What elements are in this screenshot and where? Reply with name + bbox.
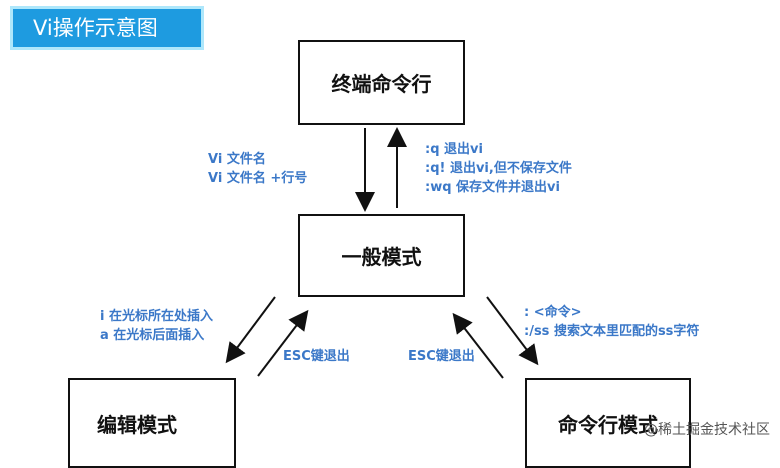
note-line: a 在光标后面插入 bbox=[100, 328, 205, 343]
note-insert-commands: i 在光标所在处插入 a 在光标后面插入 bbox=[100, 307, 213, 345]
note-line: Vi 文件名 bbox=[208, 152, 266, 167]
note-enter-vi: Vi 文件名 Vi 文件名 +行号 bbox=[208, 150, 307, 188]
node-normal-mode: 一般模式 bbox=[298, 214, 465, 297]
arrow-normal-to-cmdline bbox=[486, 296, 539, 366]
note-line: :wq 保存文件并退出vi bbox=[425, 180, 560, 195]
note-command-examples: : <命令> :/ss 搜索文本里匹配的ss字符 bbox=[524, 303, 699, 341]
transition-arrows bbox=[225, 127, 539, 379]
arrow-edit-to-normal bbox=[257, 309, 309, 377]
note-line: : <命令> bbox=[524, 305, 582, 320]
note-line: :/ss 搜索文本里匹配的ss字符 bbox=[524, 324, 700, 339]
note-line: :q 退出vi bbox=[425, 142, 483, 157]
node-terminal: 终端命令行 bbox=[298, 40, 465, 125]
arrow-cmdline-to-normal bbox=[452, 312, 504, 379]
note-line: i 在光标所在处插入 bbox=[100, 309, 213, 324]
note-line: Vi 文件名 +行号 bbox=[208, 171, 308, 186]
node-edit-mode: 编辑模式 bbox=[68, 378, 236, 468]
watermark: @稀土掘金技术社区 bbox=[644, 422, 770, 438]
diagram-title: Vi操作示意图 bbox=[10, 6, 204, 50]
note-line: :q! 退出vi,但不保存文件 bbox=[425, 161, 572, 176]
note-exit-vi: :q 退出vi :q! 退出vi,但不保存文件 :wq 保存文件并退出vi bbox=[425, 140, 572, 197]
note-esc-edit: ESC键退出 bbox=[283, 349, 350, 364]
arrow-normal-to-edit bbox=[225, 296, 276, 364]
note-esc-cmdline: ESC键退出 bbox=[408, 349, 475, 364]
